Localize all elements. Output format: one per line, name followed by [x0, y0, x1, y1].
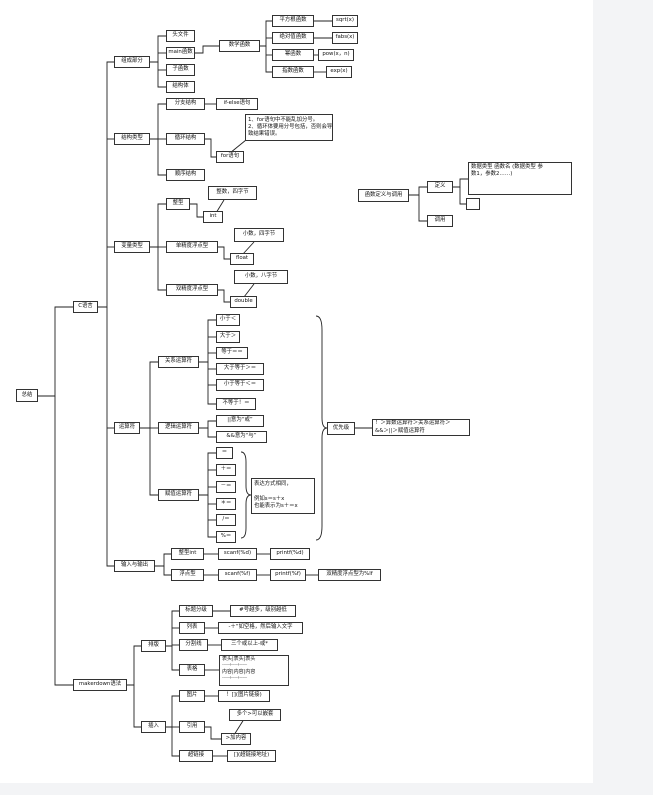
float-note: 小数，四字节 [234, 228, 284, 242]
heading-node: 标题分级 [179, 605, 213, 617]
list-node: 列表 [179, 622, 205, 634]
io-node: 输入与输出 [114, 560, 155, 572]
table-note-line: ----------|----------|---------- [222, 675, 247, 679]
quote-inner: >加内容 [221, 733, 251, 745]
float-type-node: 单精度浮点型 [166, 241, 218, 253]
composition-item: 结构体 [166, 81, 195, 93]
priority-note: ！＞算数运算符＞关系运算符＞ &&＞||＞赋值运算符 [372, 419, 470, 436]
markdown-node: makerdown语法 [73, 679, 127, 691]
math-fn: exp(x) [326, 66, 352, 78]
operators-node: 运算符 [114, 422, 140, 434]
logical-item: &&意为“与” [216, 431, 267, 443]
assign-node: 赋值运算符 [158, 489, 199, 501]
math-fn: pow(x，n) [318, 49, 354, 61]
right-panel [593, 0, 653, 795]
quote-note: 多个>可以嵌套 [229, 709, 281, 721]
assign-item: －＝ [216, 481, 236, 493]
table-note-line: 内容|内容|内容 [222, 669, 256, 675]
table-note-line: ----------|----------|---------- [222, 662, 247, 666]
assign-item: %＝ [216, 531, 236, 543]
math-item: 平方根函数 [272, 15, 314, 27]
divider-node: 分割线 [179, 639, 208, 651]
scanf-float: scanf(%f) [218, 569, 257, 581]
math-node: 数学函数 [219, 40, 260, 52]
math-item: 指数函数 [272, 66, 314, 78]
define-note: 数据类型 函数名 (数据类型 参 数1，参数2……) [468, 162, 572, 195]
for-node: for语句 [216, 151, 244, 163]
scanf-int: scanf(%d) [218, 548, 257, 560]
int-note: 整数，四字节 [208, 186, 257, 200]
assign-note: 表达方式相同， 例如s＝s＋x 也能表示为s＋＝x [251, 478, 315, 514]
for-note: 1、for语句中不能乱加分号。 2、循环体要用分号包括，否则会导 致结果错误。 [245, 114, 333, 141]
image-note: ！[](图片链接) [218, 690, 270, 702]
double-note: 小数，八字节 [234, 270, 288, 284]
printf-float: printf(%f) [270, 569, 306, 581]
table-note [219, 655, 289, 686]
logical-item: ||意为“或” [216, 415, 264, 427]
table-note-line: 表头|表头|表头 [222, 656, 256, 662]
table-node: 表格 [179, 664, 205, 676]
assign-item: /＝ [216, 514, 236, 526]
io-float-node: 浮点型 [171, 569, 204, 581]
float-keyword: float [230, 253, 254, 265]
bottom-bar [0, 783, 593, 795]
math-fn: fabs(x) [332, 32, 358, 44]
printf-int: printf(%d) [270, 548, 310, 560]
link-note: [](超链接地址) [227, 750, 276, 762]
c-language-node: C语言 [73, 301, 98, 313]
relational-item: 小于等于＜＝ [216, 379, 264, 391]
list-note: -＋“如空格，然后输入文字 [218, 622, 303, 634]
math-item: 幂函数 [272, 49, 314, 61]
link-node: 超链接 [179, 750, 213, 762]
double-keyword: double [230, 296, 257, 308]
empty-node [466, 198, 480, 210]
composition-item: 子函数 [166, 64, 195, 76]
insert-node: 插入 [141, 721, 166, 733]
io-int-node: 整型int [171, 548, 204, 560]
math-fn: sqrt(x) [332, 15, 358, 27]
composition-item: main函数 [166, 47, 195, 59]
double-format-note: 双精度浮点型为%lf [318, 569, 381, 581]
layout-node: 排版 [141, 640, 166, 652]
root-node: 总结 [16, 389, 38, 402]
image-node: 图片 [179, 690, 205, 702]
assign-item: ＊＝ [216, 498, 236, 510]
branch-node: 分支结构 [166, 98, 205, 110]
composition-item: 头文件 [166, 30, 195, 42]
math-item: 绝对值函数 [272, 32, 314, 44]
relational-node: 关系运算符 [158, 356, 199, 368]
structure-node: 结构类型 [114, 133, 150, 145]
relational-item: 大于＞ [216, 331, 240, 343]
int-keyword: int [203, 211, 223, 223]
priority-node: 优先级 [327, 422, 355, 435]
heading-note: #号越多，级别越低 [230, 605, 296, 617]
assign-item: ＋＝ [216, 464, 236, 476]
funcdef-node: 函数定义与调用 [358, 189, 409, 202]
int-type-node: 整型 [166, 198, 190, 210]
assign-item: ＝ [216, 447, 233, 459]
relational-item: 大于等于＞＝ [216, 363, 264, 375]
double-type-node: 双精度浮点型 [166, 284, 218, 296]
vartype-node: 变量类型 [114, 241, 150, 253]
relational-item: 不等于！＝ [216, 398, 256, 410]
sequence-node: 顺序结构 [166, 169, 205, 181]
composition-node: 组成部分 [114, 56, 150, 68]
call-node: 调用 [427, 215, 453, 227]
relational-item: 等于＝＝ [216, 347, 248, 359]
define-node: 定义 [427, 181, 453, 193]
logical-node: 逻辑运算符 [158, 422, 199, 434]
loop-node: 循环结构 [166, 133, 205, 145]
ifelse-node: if-else语句 [216, 98, 258, 110]
quote-node: 引用 [179, 721, 205, 733]
relational-item: 小于＜ [216, 314, 240, 326]
divider-note: 三个或以上-或* [221, 639, 278, 651]
